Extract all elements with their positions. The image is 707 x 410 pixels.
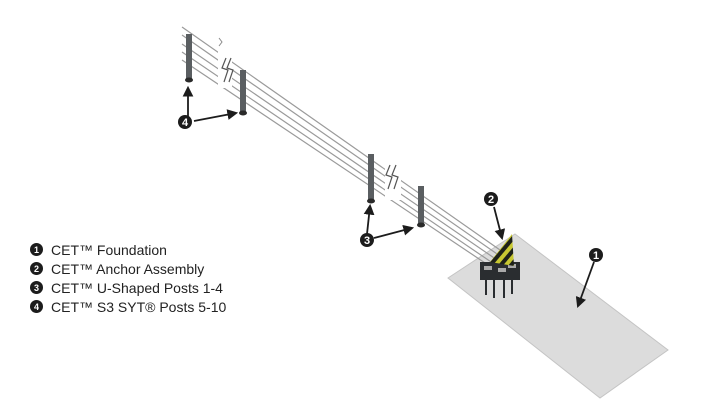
callout-2: 2	[484, 192, 506, 241]
callout-4: 4	[178, 85, 239, 129]
legend-item-foundation: 1 CET™ Foundation	[30, 240, 226, 259]
callout-1: 1	[575, 248, 603, 309]
anchor-assembly	[480, 234, 520, 298]
legend-number-badge: 3	[30, 281, 43, 294]
legend-number-badge: 1	[30, 243, 43, 256]
legend-label: CET™ Anchor Assembly	[51, 260, 205, 277]
legend-label: CET™ U-Shaped Posts 1-4	[51, 279, 223, 296]
callout-3: 3	[360, 203, 415, 247]
legend-label: CET™ Foundation	[51, 241, 167, 258]
foundation-slab	[447, 233, 669, 399]
cable-break-upper	[218, 37, 234, 88]
legend: 1 CET™ Foundation 2 CET™ Anchor Assembly…	[30, 240, 226, 316]
legend-number-badge: 2	[30, 262, 43, 275]
svg-text:2: 2	[488, 194, 494, 206]
legend-number-badge: 4	[30, 300, 43, 313]
legend-item-anchor-assembly: 2 CET™ Anchor Assembly	[30, 259, 226, 278]
svg-text:1: 1	[593, 250, 599, 262]
legend-item-u-shaped-posts: 3 CET™ U-Shaped Posts 1-4	[30, 278, 226, 297]
post-u-shaped-1	[367, 154, 375, 204]
svg-text:3: 3	[364, 235, 370, 247]
post-u-shaped-2	[417, 186, 425, 228]
svg-text:4: 4	[182, 117, 189, 129]
cable-group	[181, 26, 501, 274]
post-s3-syt-1	[185, 34, 193, 83]
legend-label: CET™ S3 SYT® Posts 5-10	[51, 298, 227, 315]
cable-break-lower	[385, 160, 401, 200]
post-s3-syt-2	[239, 70, 247, 116]
legend-item-s3-syt-posts: 4 CET™ S3 SYT® Posts 5-10	[30, 297, 226, 316]
